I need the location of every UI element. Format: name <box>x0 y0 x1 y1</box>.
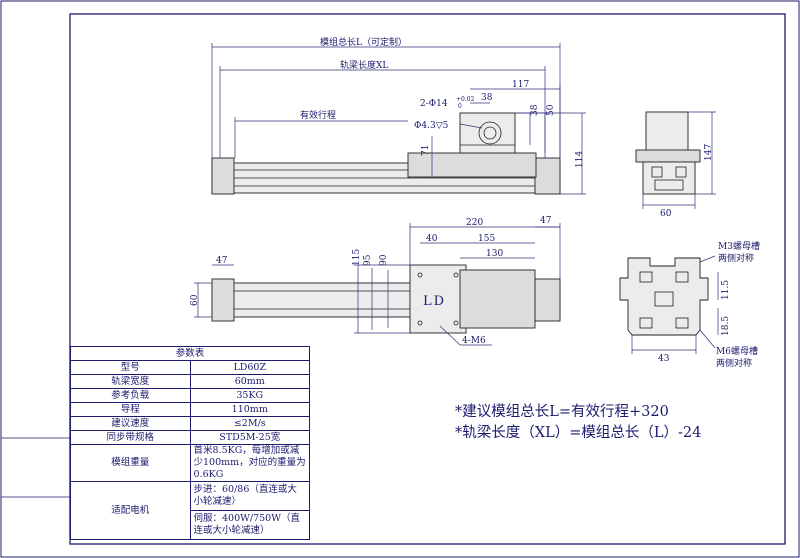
dim-47b: 47 <box>216 256 228 266</box>
end-view-carriage <box>635 149 701 163</box>
dim-95: 95 <box>363 254 373 266</box>
carriage-plan <box>409 264 467 334</box>
m6-slot-label-1: M6螺母槽 <box>716 345 758 357</box>
dim-38b: 38 <box>530 104 540 116</box>
dim-90: 90 <box>379 254 389 266</box>
motor-mount-top <box>459 112 516 154</box>
dim-50: 50 <box>546 104 556 116</box>
end-view: 147 60 <box>635 111 716 219</box>
dim-60a: 60 <box>660 209 672 219</box>
dim-155: 155 <box>478 234 495 244</box>
end-view-motor <box>645 111 689 153</box>
hole-tolerance-lower: 0 <box>458 103 462 110</box>
dim-117: 117 <box>512 80 529 90</box>
end-view-rail <box>642 161 696 195</box>
carriage-top <box>407 152 537 178</box>
dim-130: 130 <box>486 249 503 259</box>
dim-114: 114 <box>575 151 585 168</box>
end-plate-right-top <box>534 157 561 195</box>
spec-table-title: 参数表 <box>70 346 310 361</box>
effective-stroke-label: 有效行程 <box>300 109 336 121</box>
dim-220: 220 <box>466 218 483 228</box>
table-row: 模组重量首米8.5KG，每增加或减少100mm，对应的重量为0.6KG <box>70 444 310 482</box>
profile-outline <box>619 257 709 336</box>
dim-18-5: 18.5 <box>721 316 731 336</box>
table-row: 适配电机步进：60/86（直连或大小轮减速） <box>70 481 310 540</box>
motor-plate-plan <box>459 269 536 329</box>
profile-section: 43 11.5 18.5 M3螺母槽 两侧对称 M6螺母槽 两侧对称 <box>619 240 760 369</box>
inner-border <box>69 13 786 545</box>
plan-view: LD 220 47 40 155 130 115 95 90 47 60 4-M… <box>190 216 561 346</box>
carriage-label: LD <box>423 294 446 309</box>
table-row: 建议速度≤2M/s <box>70 416 310 431</box>
m6-slot-label-2: 两侧对称 <box>716 357 752 369</box>
note-line-2: *轨梁长度（XL）=模组总长（L）-24 <box>455 424 701 441</box>
top-view: 模组总长L（可定制） 轨梁长度XL 有效行程 117 38 2-Φ14 +0.0… <box>211 36 586 195</box>
counterbore-spec: Φ4.3▽5 <box>414 121 449 131</box>
dim-4m6: 4-M6 <box>462 336 486 346</box>
m3-slot-label-1: M3螺母槽 <box>718 240 760 252</box>
pulley-circle <box>478 121 502 145</box>
dim-43: 43 <box>658 354 670 364</box>
end-plate-left-plan <box>211 278 235 322</box>
m3-slot-label-2: 两侧对称 <box>718 252 754 264</box>
dim-40: 40 <box>426 234 438 244</box>
hole-spec: 2-Φ14 <box>420 99 448 109</box>
dim-11-5: 11.5 <box>721 280 731 300</box>
end-plate-right-plan <box>534 278 561 322</box>
dim-115: 115 <box>352 249 362 266</box>
dim-47a: 47 <box>540 216 552 226</box>
dim-71: 71 <box>421 145 431 156</box>
rail-length-label: 轨梁长度XL <box>340 59 388 71</box>
dim-147: 147 <box>704 144 714 161</box>
end-plate-left-top <box>211 157 235 195</box>
hole-tolerance: +0.02 <box>456 96 475 103</box>
table-row: 伺服：400W/750W（直连或大小轮减速） <box>71 510 310 540</box>
note-line-1: *建议模组总长L=有效行程+320 <box>455 403 669 420</box>
total-length-label: 模组总长L（可定制） <box>320 36 407 48</box>
dim-60b: 60 <box>190 294 200 306</box>
dim-38a: 38 <box>481 93 493 103</box>
